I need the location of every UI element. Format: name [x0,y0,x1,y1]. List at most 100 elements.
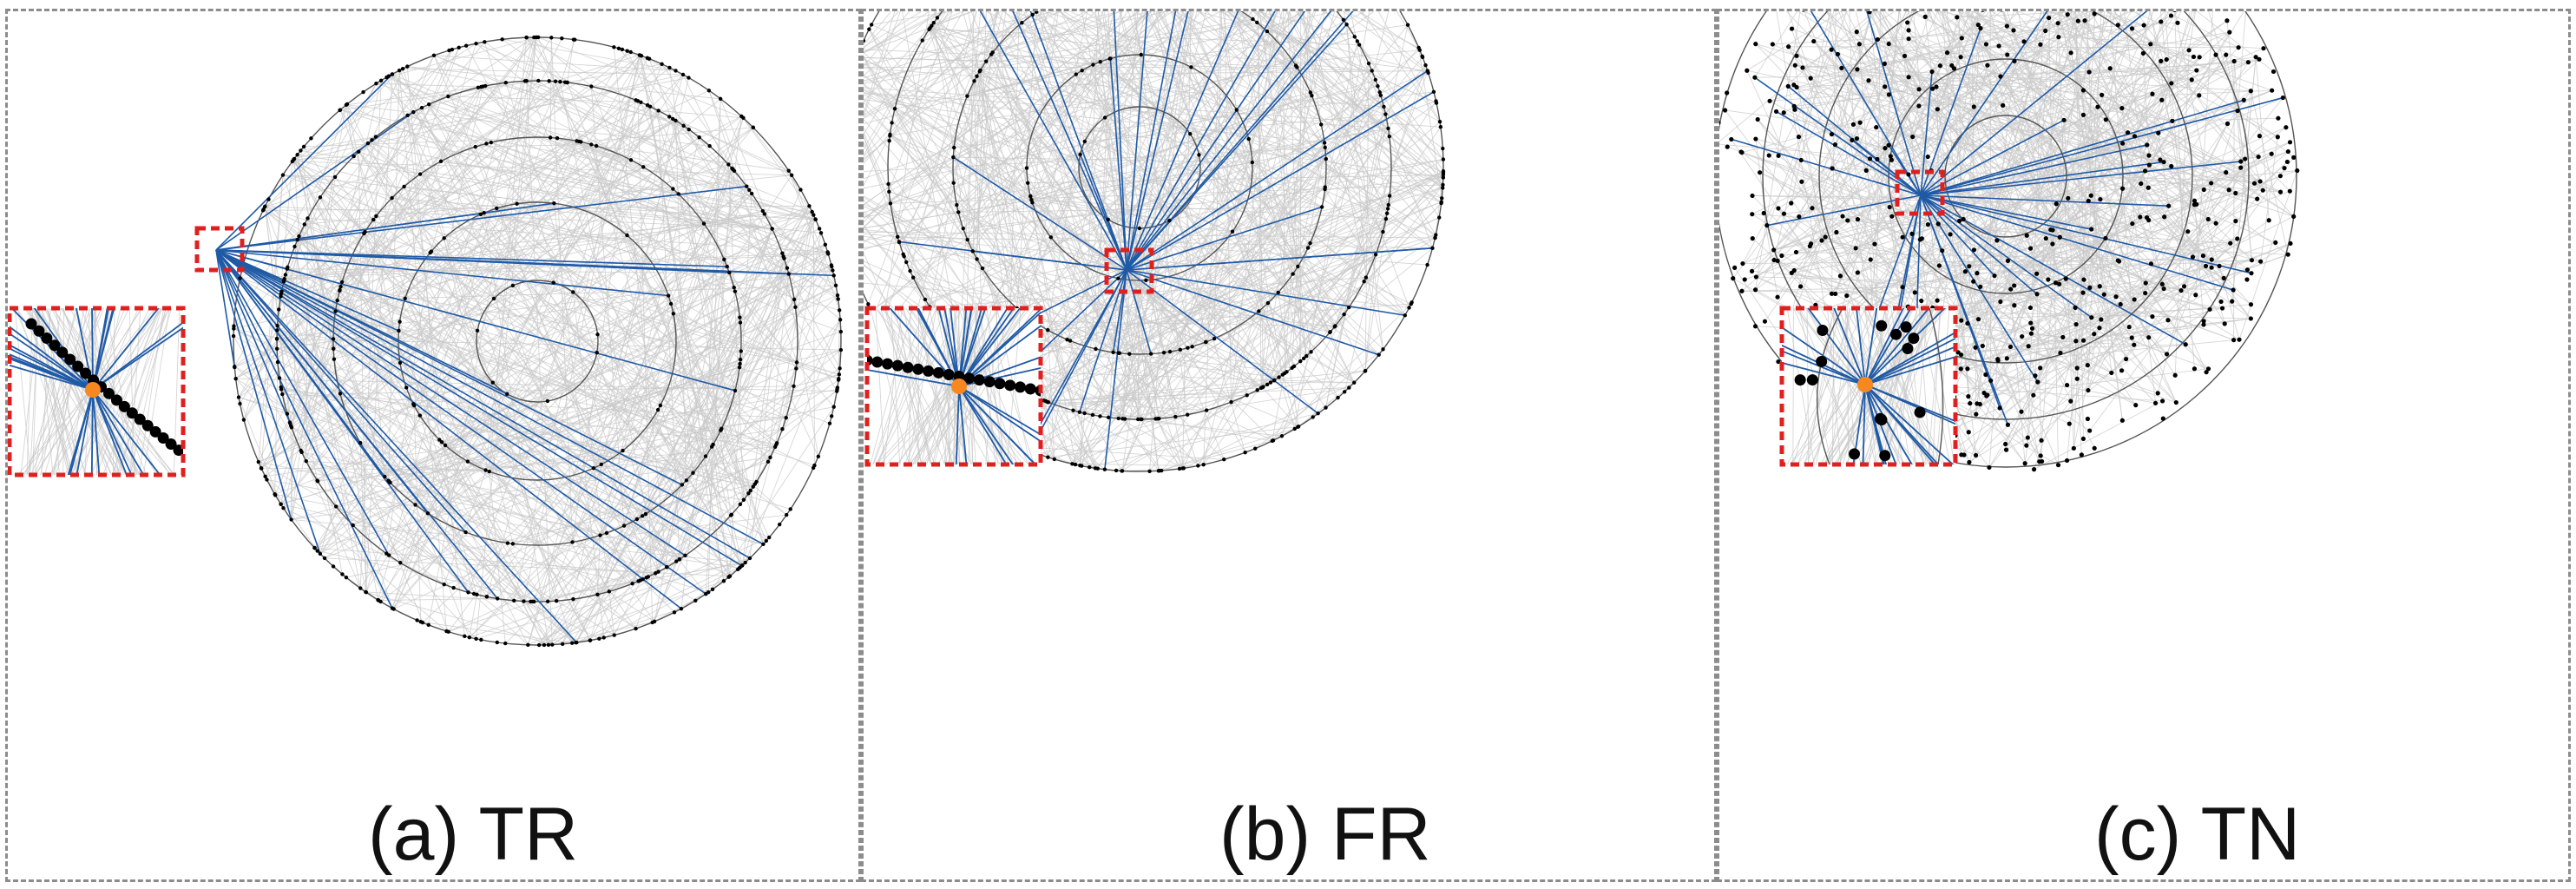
graph-edge [260,422,291,469]
highlight-edge [1126,11,1276,271]
graph-node [1255,388,1259,392]
inset-edge [14,308,88,475]
graph-node [2082,18,2087,23]
graph-edge [526,81,683,485]
graph-node [2192,366,2198,372]
node-layer [231,35,844,648]
graph-edge [1272,147,1326,441]
graph-node [2172,11,2177,13]
graph-edge [1231,11,1336,403]
graph-edge [1026,266,1298,451]
graph-edge [1197,101,1436,466]
graph-node [487,469,491,474]
graph-edge [338,290,421,416]
graph-edge [1300,11,1440,218]
graph-node [1074,72,1079,76]
inset-edge [876,308,947,464]
graph-edge [549,37,552,138]
graph-edge [413,405,422,622]
graph-node [1830,166,1835,171]
graph-node [2031,467,2037,472]
inset-highlight-edge [1864,308,1878,385]
graph-node [2068,50,2073,56]
graph-node [1080,68,1084,73]
graph-edge [2164,11,2239,49]
graph-node [1260,385,1265,390]
graph-edge [1155,11,1206,343]
graph-node [420,620,425,625]
graph-node [2228,240,2233,246]
graph-node [1167,218,1172,223]
highlight-edge [1920,11,2148,196]
graph-edge [339,290,786,418]
graph-edge [339,80,539,111]
graph-edge [235,115,742,379]
radial-graph-fr [864,11,1446,474]
graph-node [1441,186,1445,190]
inset-edge [14,308,31,475]
graph-edge [1835,220,2149,294]
graph-edge [1788,85,2165,162]
graph-node [2099,317,2104,322]
inset-edge [1793,308,1863,464]
graph-node [1108,56,1113,61]
graph-edge [235,378,476,640]
graph-node [1378,93,1383,98]
graph-node [634,98,638,102]
graph-node [503,641,508,646]
graph-node [259,466,264,471]
inset-edge [870,308,910,464]
graph-node [1364,275,1369,280]
graph-node [760,208,766,214]
graph-node [2226,188,2231,193]
graph-edge [1084,141,1268,385]
graph-edge [1824,236,2136,406]
highlight-edge [1012,11,1127,271]
graph-node [830,264,834,269]
graph-edge [864,11,938,76]
graph-edge [1770,69,2197,102]
graph-node [980,266,985,271]
graph-node [785,266,790,270]
inset-node [1849,448,1861,460]
graph-node [1434,99,1438,103]
inset-highlight-edge [92,321,183,391]
graph-node [232,326,236,331]
graph-node [2207,306,2212,312]
graph-edge [929,81,975,307]
graph-edge [1788,46,2239,49]
graph-edge [365,74,393,593]
graph-edge [1097,11,1160,419]
inset-highlight-edge [1864,331,1955,385]
graph-edge [1028,174,1443,184]
graph-edge [864,11,944,102]
graph-node [1909,231,1915,236]
graph-node [667,115,672,119]
graph-node [2295,168,2300,174]
graph-edge [2226,20,2252,260]
graph-node [1095,466,1100,471]
graph-edge [864,61,987,160]
graph-node [867,27,871,31]
graph-node [1764,223,1770,228]
graph-node [287,420,292,425]
graph-node [751,125,756,130]
graph-node [1998,299,2003,305]
graph-node [739,349,743,353]
graph-node [2141,23,2146,28]
graph-edge [314,50,628,549]
graph-edge [1083,11,1436,235]
graph-node [835,385,840,390]
graph-edge [1109,58,1350,308]
graph-edge [672,118,837,286]
graph-node [838,329,844,334]
graph-node [697,135,701,140]
graph-edge [2047,175,2281,280]
graph-node [289,425,294,430]
graph-node [785,512,789,517]
graph-edge [600,137,700,536]
graph-node [1771,257,1777,263]
graph-node [431,53,437,58]
highlight-edge [215,249,669,297]
graph-node [743,560,747,565]
